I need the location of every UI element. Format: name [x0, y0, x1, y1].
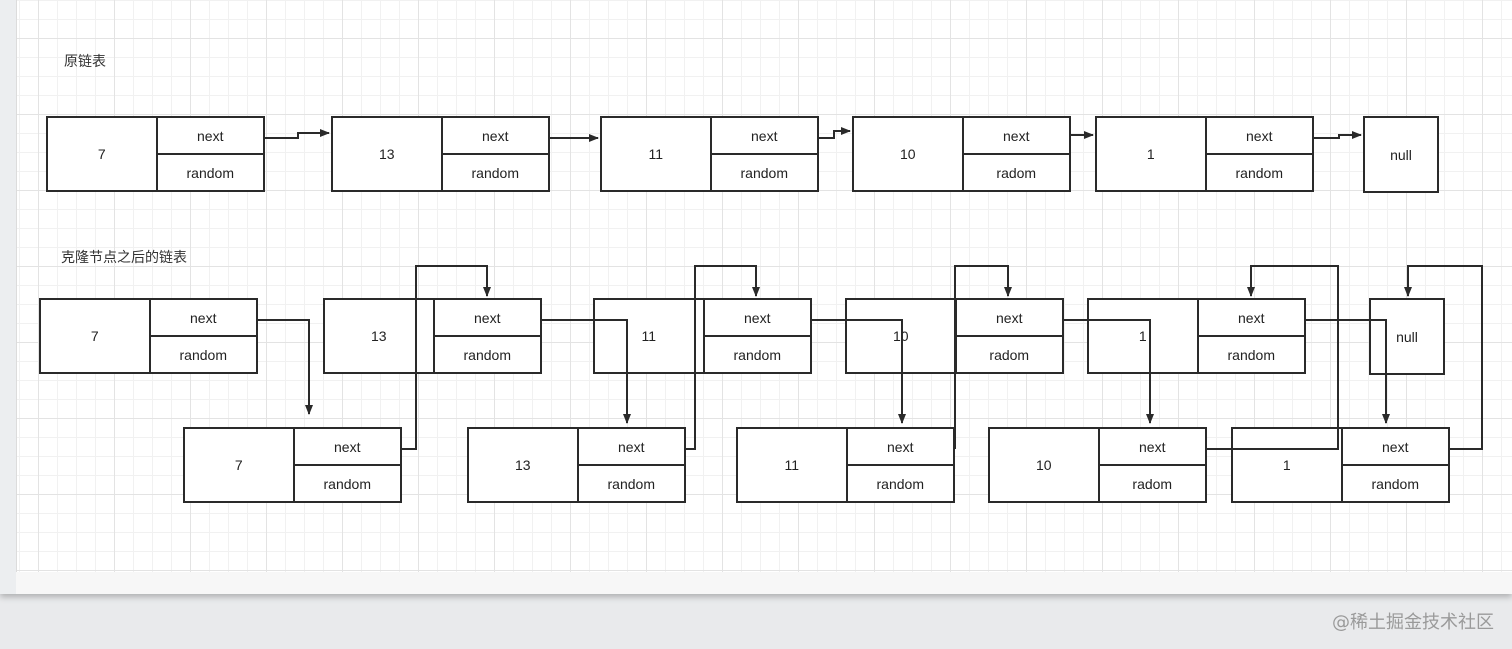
cloned-original-node-1: 7 next random	[39, 298, 258, 374]
next-pointer-label: next	[434, 300, 540, 337]
original-list-label: 原链表	[64, 54, 106, 70]
random-pointer-label: radom	[1132, 475, 1173, 492]
node-value: 7	[185, 429, 295, 501]
next-pointer-label: next	[711, 118, 817, 155]
next-pointer-label: next	[578, 429, 684, 466]
random-pointer-label: random	[186, 164, 234, 181]
node-value: 11	[602, 118, 712, 190]
watermark: @稀土掘金技术社区	[1332, 612, 1494, 633]
random-pointer-label: radom	[989, 346, 1030, 363]
original-node-1: 7 next random	[46, 116, 265, 192]
original-node-4: 10 next radom	[852, 116, 1071, 192]
node-value: 10	[990, 429, 1100, 501]
next-pointer-label: next	[704, 300, 810, 337]
next-pointer-label: next	[956, 300, 1062, 337]
node-value: 7	[41, 300, 151, 372]
next-pointer-label: next	[1342, 429, 1448, 466]
random-pointer-label: radom	[996, 164, 1037, 181]
random-pointer-label: random	[463, 346, 511, 363]
node-value: 11	[738, 429, 848, 501]
random-pointer-label: random	[607, 475, 655, 492]
random-pointer-label: random	[323, 475, 371, 492]
node-value: 13	[325, 300, 435, 372]
original-node-3: 11 next random	[600, 116, 819, 192]
node-value: 1	[1097, 118, 1207, 190]
random-pointer-label: random	[1371, 475, 1419, 492]
random-pointer-label: random	[179, 346, 227, 363]
next-pointer-label: next	[1099, 429, 1205, 466]
cloned-original-node-3: 11 next random	[593, 298, 812, 374]
node-value: 1	[1089, 300, 1199, 372]
canvas-bottom-margin	[16, 572, 1512, 594]
node-value: 10	[847, 300, 957, 372]
random-pointer-label: random	[471, 164, 519, 181]
original-node-2: 13 next random	[331, 116, 550, 192]
cloned-copy-node-1: 7 next random	[183, 427, 402, 503]
random-pointer-label: random	[740, 164, 788, 181]
cloned-copy-node-3: 11 next random	[736, 427, 955, 503]
original-null-node: null	[1363, 116, 1439, 193]
canvas-left-margin	[0, 0, 17, 594]
cloned-list-label: 克隆节点之后的链表	[61, 250, 187, 266]
node-value: 10	[854, 118, 964, 190]
random-pointer-label: random	[1227, 346, 1275, 363]
node-value: 13	[333, 118, 443, 190]
cloned-original-node-4: 10 next radom	[845, 298, 1064, 374]
next-pointer-label: next	[157, 118, 263, 155]
next-pointer-label: next	[442, 118, 548, 155]
next-pointer-label: next	[1198, 300, 1304, 337]
node-value: 1	[1233, 429, 1343, 501]
next-pointer-label: next	[847, 429, 953, 466]
cloned-original-node-5: 1 next random	[1087, 298, 1306, 374]
original-node-5: 1 next random	[1095, 116, 1314, 192]
node-value: 11	[595, 300, 705, 372]
cloned-null-node: null	[1369, 298, 1445, 375]
next-pointer-label: next	[1206, 118, 1312, 155]
next-pointer-label: next	[150, 300, 256, 337]
cloned-copy-node-2: 13 next random	[467, 427, 686, 503]
node-value: 7	[48, 118, 158, 190]
next-pointer-label: next	[294, 429, 400, 466]
cloned-copy-node-5: 1 next random	[1231, 427, 1450, 503]
random-pointer-label: random	[876, 475, 924, 492]
random-pointer-label: random	[1235, 164, 1283, 181]
cloned-copy-node-4: 10 next radom	[988, 427, 1207, 503]
diagram-canvas	[0, 0, 1512, 594]
random-pointer-label: random	[733, 346, 781, 363]
next-pointer-label: next	[963, 118, 1069, 155]
node-value: 13	[469, 429, 579, 501]
cloned-original-node-2: 13 next random	[323, 298, 542, 374]
